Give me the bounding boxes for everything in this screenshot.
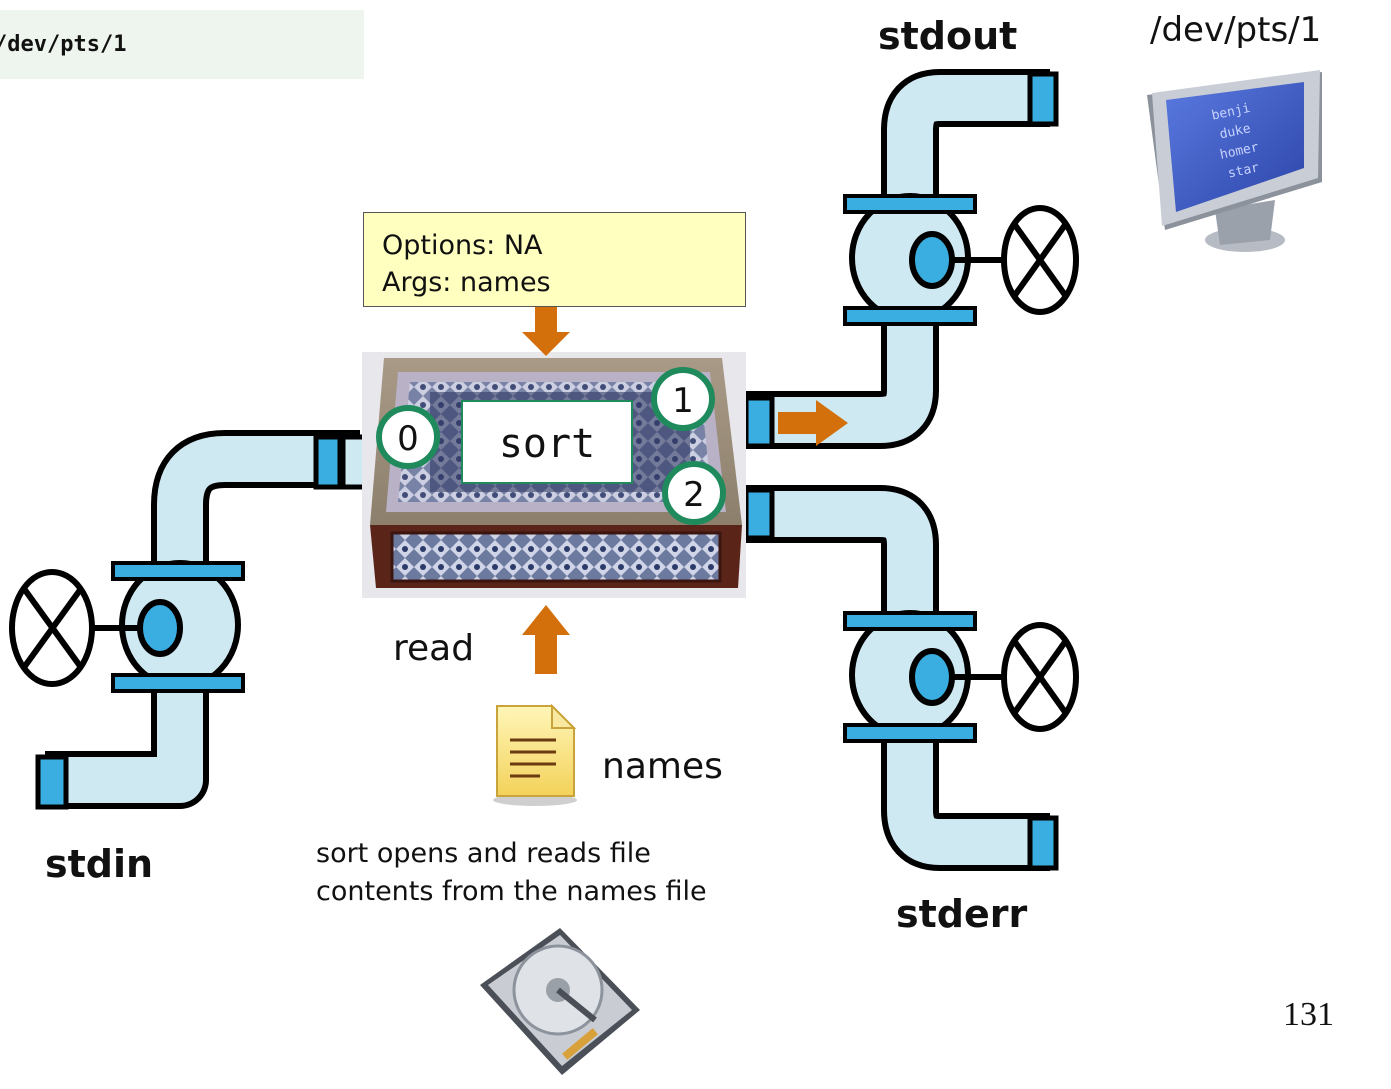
args-text: Args: names — [382, 267, 551, 298]
fd-1-badge: 1 — [651, 367, 715, 431]
terminal-device-text: /dev/pts/1 — [0, 32, 127, 57]
options-arrow — [522, 307, 570, 356]
stdout-valve — [843, 193, 1079, 326]
fd-0-badge: 0 — [376, 405, 440, 469]
hard-drive-icon — [480, 928, 640, 1075]
file-name-label: names — [602, 746, 723, 787]
stdout-arrow — [778, 400, 848, 446]
sort-process-label: sort — [499, 421, 595, 467]
fd-0-label: 0 — [397, 419, 419, 459]
options-text: Options: NA — [382, 230, 543, 261]
stderr-valve — [843, 610, 1079, 743]
stderr-label: stderr — [896, 892, 1028, 936]
terminal-device-label: /dev/pts/1 — [0, 10, 364, 79]
fd-1-label: 1 — [672, 381, 694, 421]
stdin-label: stdin — [45, 842, 154, 886]
monitor-icon — [1147, 70, 1322, 252]
document-icon — [493, 703, 577, 806]
monitor-line: star — [1227, 160, 1261, 181]
stdin-pipe — [35, 430, 370, 810]
page-number: 131 — [1283, 996, 1334, 1033]
stdin-valve — [9, 560, 245, 693]
command-options-box: Options: NA Args: names — [363, 212, 746, 307]
read-arrow — [522, 605, 570, 674]
read-label: read — [393, 628, 475, 669]
fd-2-label: 2 — [683, 475, 705, 515]
stdout-label: stdout — [878, 14, 1018, 58]
monitor-line: duke — [1218, 121, 1252, 142]
monitor-caption: /dev/pts/1 — [1150, 10, 1322, 50]
fd-2-badge: 2 — [662, 461, 726, 525]
description-text: sort opens and reads file contents from … — [316, 838, 707, 907]
